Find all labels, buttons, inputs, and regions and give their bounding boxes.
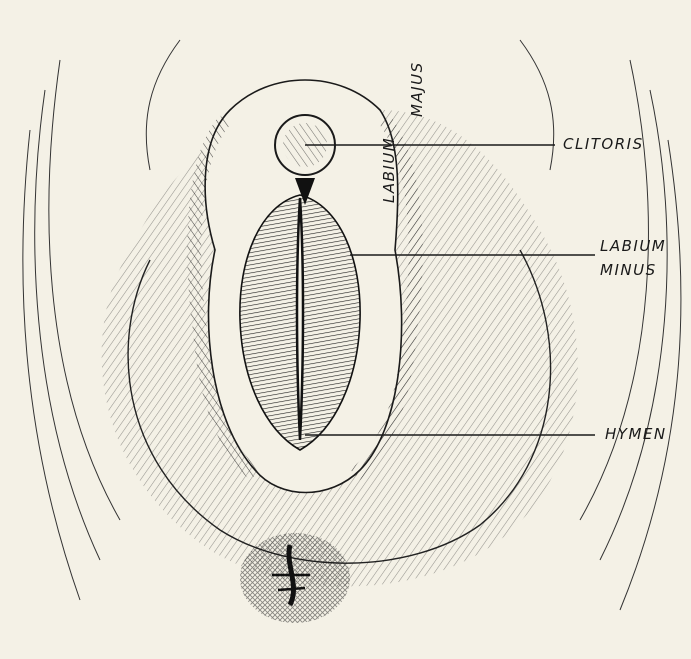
label-clitoris: CLITORIS: [563, 136, 644, 153]
label-labium-majus-2: MAJUS: [409, 61, 426, 117]
label-labium-majus-1: LABIUM: [381, 137, 398, 203]
central-cleft: [297, 198, 303, 440]
anal-region: [240, 533, 350, 623]
label-hymen: HYMEN: [605, 426, 667, 443]
label-labium-minus-1: LABIUM: [600, 238, 666, 255]
label-labium-minus-2: MINUS: [600, 262, 657, 279]
